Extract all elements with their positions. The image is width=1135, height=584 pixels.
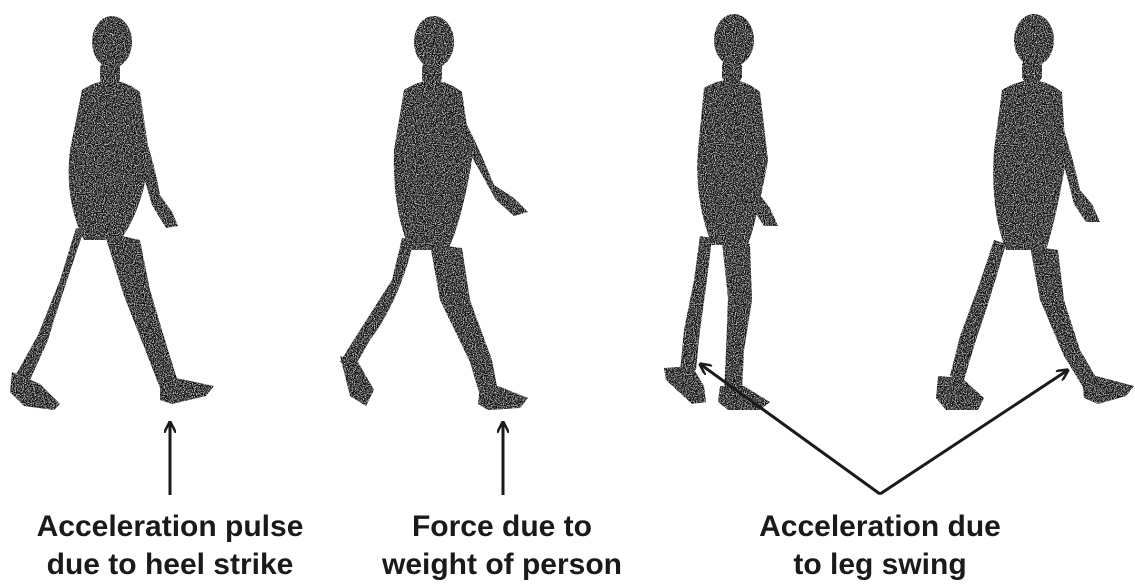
heel-strike-label-line2: due to heel strike [20,546,320,584]
heel-strike-label-line1: Acceleration pulse [20,508,320,546]
arrows [170,364,1068,495]
walking-figure-3 [664,14,778,410]
leg-swing-arrow-right [880,370,1068,494]
weight-force-label-line2: weight of person [352,546,652,584]
walking-figure-2 [340,16,528,410]
walking-figure-1 [10,16,214,410]
leg-swing-label-line1: Acceleration due [730,508,1030,546]
heel-strike-label: Acceleration pulse due to heel strike [20,508,320,584]
walking-figure-4 [936,14,1134,410]
weight-force-label-line1: Force due to [352,508,652,546]
leg-swing-label-line2: to leg swing [730,546,1030,584]
leg-swing-label: Acceleration due to leg swing [730,508,1030,584]
weight-force-label: Force due to weight of person [352,508,652,584]
leg-swing-arrow-left [700,364,880,494]
